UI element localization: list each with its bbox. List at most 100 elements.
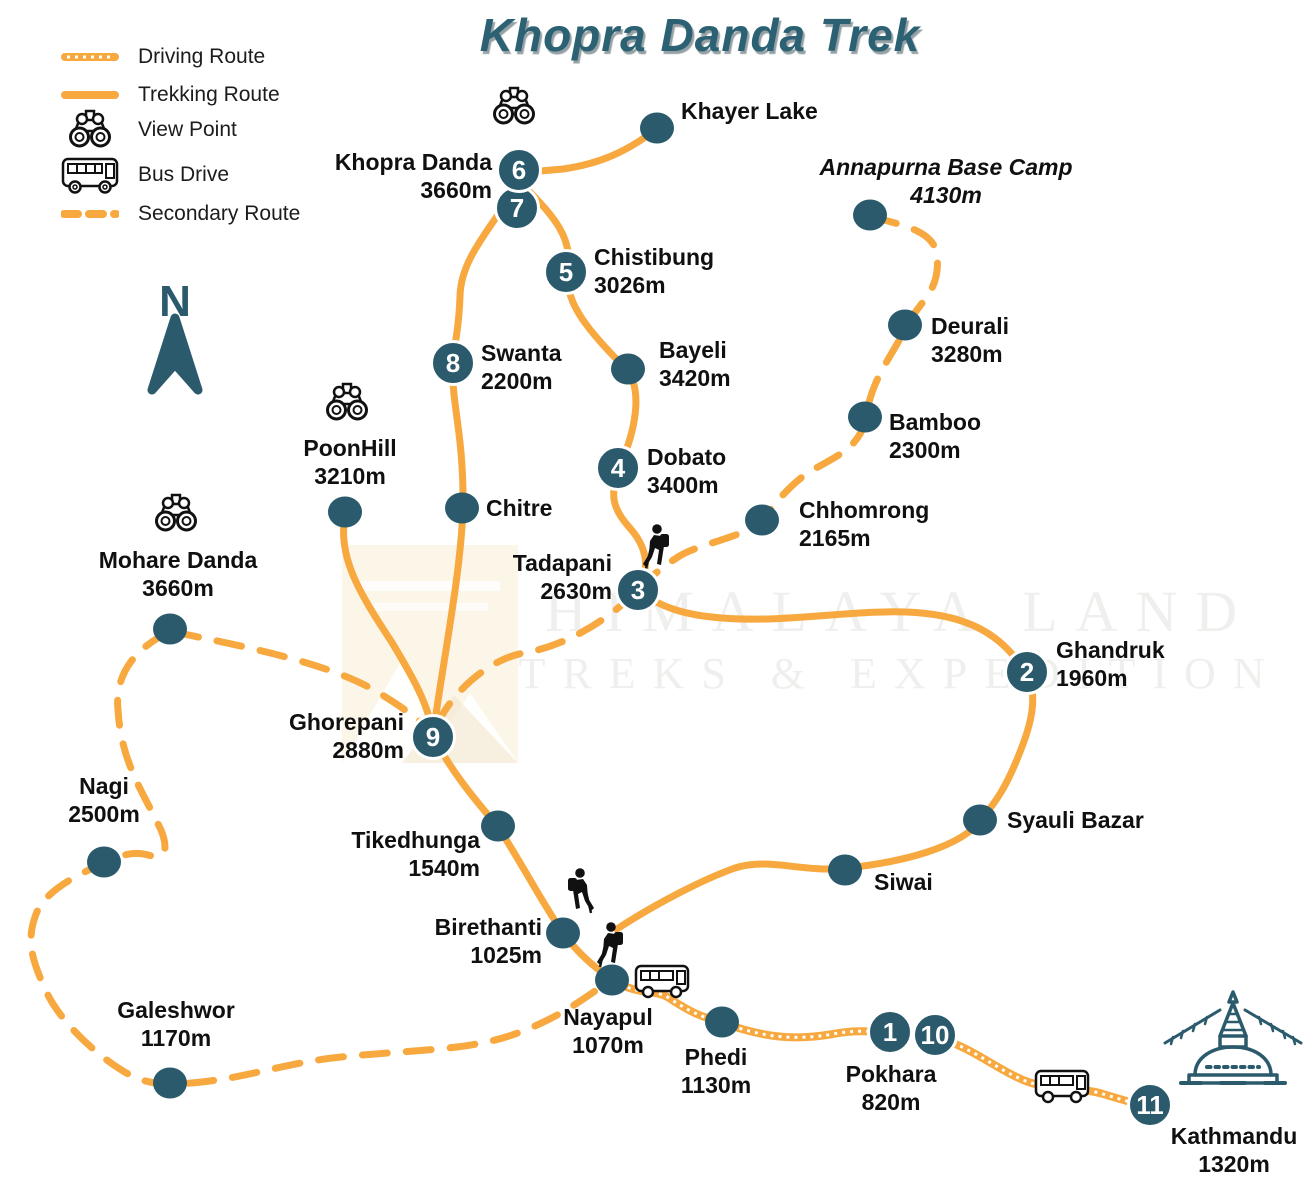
label-ghorepani: Ghorepani 2880m — [289, 708, 404, 764]
driving-route-swatch — [58, 51, 122, 63]
label-ghandruk: Ghandruk 1960m — [1056, 636, 1165, 692]
label-birethanti: Birethanti 1025m — [435, 913, 542, 969]
label-pokhara: Pokhara 820m — [846, 1060, 937, 1116]
secondary-route-mohare-ghorepani — [170, 628, 431, 732]
place-name: Tikedhunga — [351, 827, 480, 853]
place-elevation: 1070m — [572, 1032, 644, 1058]
watermark-text-line2: TREKS & EXPEDITION — [518, 649, 1282, 698]
stop-number: 7 — [509, 192, 525, 223]
label-swanta: Swanta 2200m — [481, 339, 562, 395]
trekking-route-khopra-ghorepani — [430, 178, 523, 732]
place-elevation: 820m — [861, 1089, 921, 1115]
stop-number: 4 — [610, 452, 626, 483]
label-chhomrong: Chhomrong 2165m — [799, 496, 929, 552]
watermark-bar — [360, 581, 500, 591]
bus-icon — [58, 154, 122, 196]
north-arrow: N — [147, 277, 203, 395]
place-name: Dobato — [647, 444, 727, 470]
place-name: Kathmandu — [1170, 1123, 1298, 1149]
label-nayapul: Nayapul 1070m — [563, 1003, 652, 1059]
label-kathmandu: Kathmandu 1320m — [1171, 1122, 1298, 1178]
legend-bus-drive: Bus Drive — [58, 153, 229, 197]
label-syauli-bazar: Syauli Bazar — [1007, 806, 1144, 834]
place-name: Chhomrong — [799, 497, 930, 523]
label-khayer-lake: Khayer Lake — [681, 97, 818, 125]
label-mohare-danda: Mohare Danda 3660m — [99, 546, 257, 602]
place-name: Bamboo — [889, 409, 981, 435]
stop-number: 2 — [1019, 656, 1035, 687]
place-elevation: 1540m — [408, 855, 480, 881]
map-title: Khopra Danda Trek — [479, 9, 921, 61]
stop-marker-4-dobato: 4 — [595, 445, 641, 491]
dot-deurali — [888, 309, 922, 341]
place-elevation: 2300m — [889, 437, 961, 463]
legend-label: Trekking Route — [138, 83, 280, 106]
legend-label: Driving Route — [138, 45, 266, 68]
dot-chhomrong — [745, 504, 779, 536]
stop-number: 9 — [425, 721, 441, 752]
place-elevation: 3660m — [420, 177, 492, 203]
place-name: Deurali — [931, 313, 1009, 339]
place-name: Nagi — [79, 773, 129, 799]
place-elevation: 1025m — [470, 942, 542, 968]
stop-marker-3-tadapani: 3 — [615, 567, 661, 613]
binoculars-icon-poonhill — [326, 382, 368, 421]
place-elevation: 1320m — [1198, 1151, 1270, 1177]
place-elevation: 3280m — [931, 341, 1003, 367]
place-name: Mohare Danda — [98, 547, 258, 573]
secondary-route-mohare-nagi-galeshwor-nayapul — [27, 629, 605, 1088]
dot-siwai — [828, 854, 862, 886]
dot-nagi — [87, 846, 121, 878]
stop-number: 3 — [630, 574, 646, 605]
stop-marker-10-pokhara: 10 — [912, 1012, 958, 1058]
binoculars-icon-khopra — [493, 86, 535, 125]
label-siwai: Siwai — [874, 868, 933, 896]
legend-label: View Point — [138, 118, 237, 141]
trekking-route-swatch — [58, 89, 122, 101]
dot-tikedhunga — [481, 810, 515, 842]
dot-annapurna-base-camp — [853, 199, 887, 231]
trekking-route-tadapani-ghandruk-siwai — [613, 589, 1037, 933]
dot-khayer-lake — [640, 112, 674, 144]
binoculars-icon — [58, 107, 122, 153]
dot-phedi — [705, 1006, 739, 1038]
label-dobato: Dobato 3400m — [647, 443, 726, 499]
label-phedi: Phedi 1130m — [681, 1043, 751, 1099]
label-poonhill: PoonHill 3210m — [303, 434, 396, 490]
place-name: Khopra Danda — [334, 149, 492, 175]
dot-bayeli — [611, 353, 645, 385]
label-tadapani: Tadapani 2630m — [513, 549, 612, 605]
place-name: Tadapani — [512, 550, 612, 576]
dot-birethanti — [546, 917, 580, 949]
label-deurali: Deurali 3280m — [931, 312, 1009, 368]
place-name: Syauli Bazar — [1007, 807, 1144, 833]
dot-bamboo — [848, 401, 882, 433]
place-name: Annapurna Base Camp — [819, 154, 1073, 180]
place-elevation: 2165m — [799, 525, 871, 551]
place-name: Chitre — [486, 495, 553, 521]
place-elevation: 4130m — [910, 182, 982, 208]
place-elevation: 2500m — [68, 801, 140, 827]
stop-marker-2-ghandruk: 2 — [1004, 649, 1050, 695]
hiker-icon-birethanti — [568, 868, 594, 914]
place-name: Swanta — [481, 340, 562, 366]
hiker-icon-nayapul — [597, 922, 623, 968]
dot-mohare-danda — [153, 613, 187, 645]
trekking-route-ghorepani-nayapul — [430, 734, 615, 983]
place-name: PoonHill — [303, 435, 397, 461]
dot-nayapul — [595, 964, 629, 996]
label-chistibung: Chistibung 3026m — [594, 243, 714, 299]
north-arrowhead — [147, 313, 203, 395]
stop-marker-1-pokhara: 1 — [867, 1009, 913, 1055]
stop-marker-5-chistibung: 5 — [543, 249, 589, 295]
stop-marker-6-khopra-danda: 6 — [496, 147, 542, 193]
place-elevation: 3420m — [659, 365, 731, 391]
stop-marker-9-ghorepani: 9 — [410, 714, 456, 760]
dot-galeshwor — [153, 1067, 187, 1099]
legend-secondary-route: Secondary Route — [58, 192, 300, 236]
dot-syauli-bazar — [963, 804, 997, 836]
place-elevation: 3660m — [142, 575, 214, 601]
legend-driving-route: Driving Route — [58, 35, 265, 79]
secondary-route-abc-chain — [638, 213, 941, 591]
